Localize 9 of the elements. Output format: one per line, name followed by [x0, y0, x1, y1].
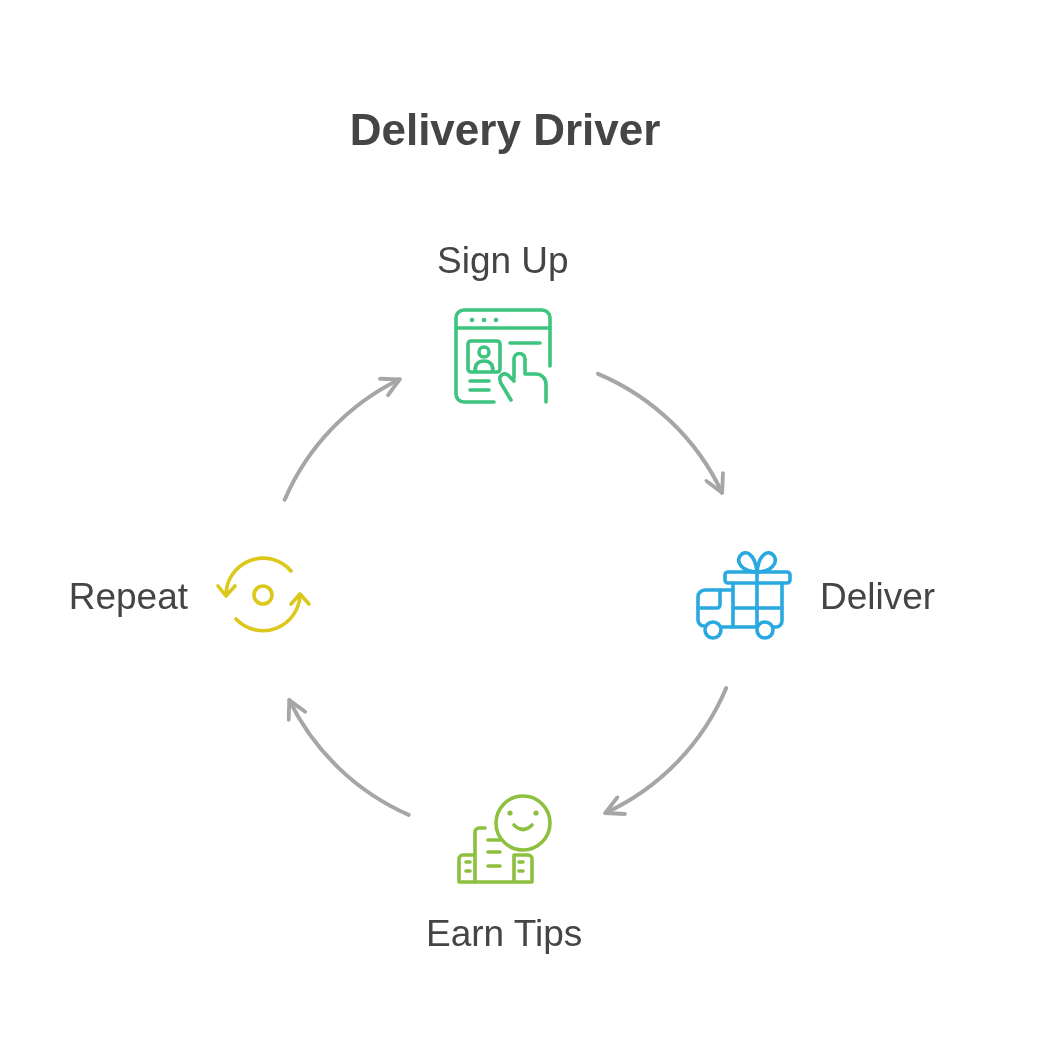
step-label: Deliver	[820, 576, 936, 618]
diagram-title: Delivery Driver	[349, 104, 661, 156]
arrow	[596, 371, 725, 495]
arrow	[282, 377, 402, 502]
step-label: Earn Tips	[426, 913, 583, 955]
step-label: Sign Up	[437, 240, 569, 282]
arrow	[603, 686, 729, 815]
arrow	[287, 698, 411, 817]
step-label: Repeat	[68, 576, 188, 618]
